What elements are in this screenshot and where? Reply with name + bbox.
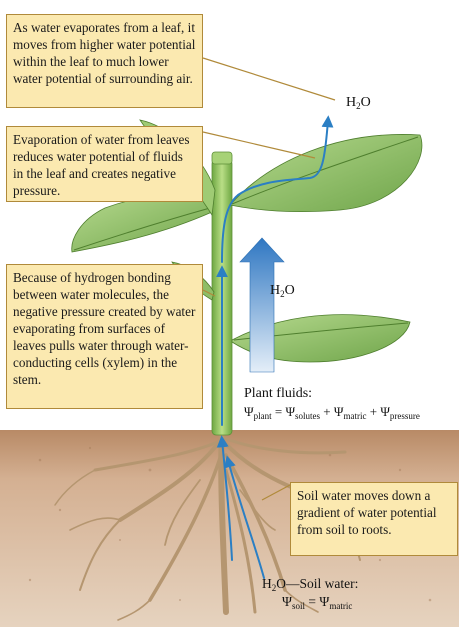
h2o-label-top: H2O [346,95,371,111]
h2o-label-arrow: H2O [270,283,295,299]
soil-water-equation: Ψsoil = Ψmatric [282,594,352,610]
callout-negative-pressure: Evaporation of water from leaves reduces… [6,126,203,202]
callout-cohesion: Because of hydrogen bonding between wate… [6,264,203,409]
callout-leaf-evaporation: As water evaporates from a leaf, it move… [6,14,203,108]
soil-water-label: H2O—Soil water: [262,576,358,592]
plant-fluids-equation: Ψplant = Ψsolutes + Ψmatric + Ψpressure [244,404,420,420]
callout-soil-gradient: Soil water moves down a gradient of wate… [290,482,458,556]
plant-fluids-title: Plant fluids: [244,386,312,402]
